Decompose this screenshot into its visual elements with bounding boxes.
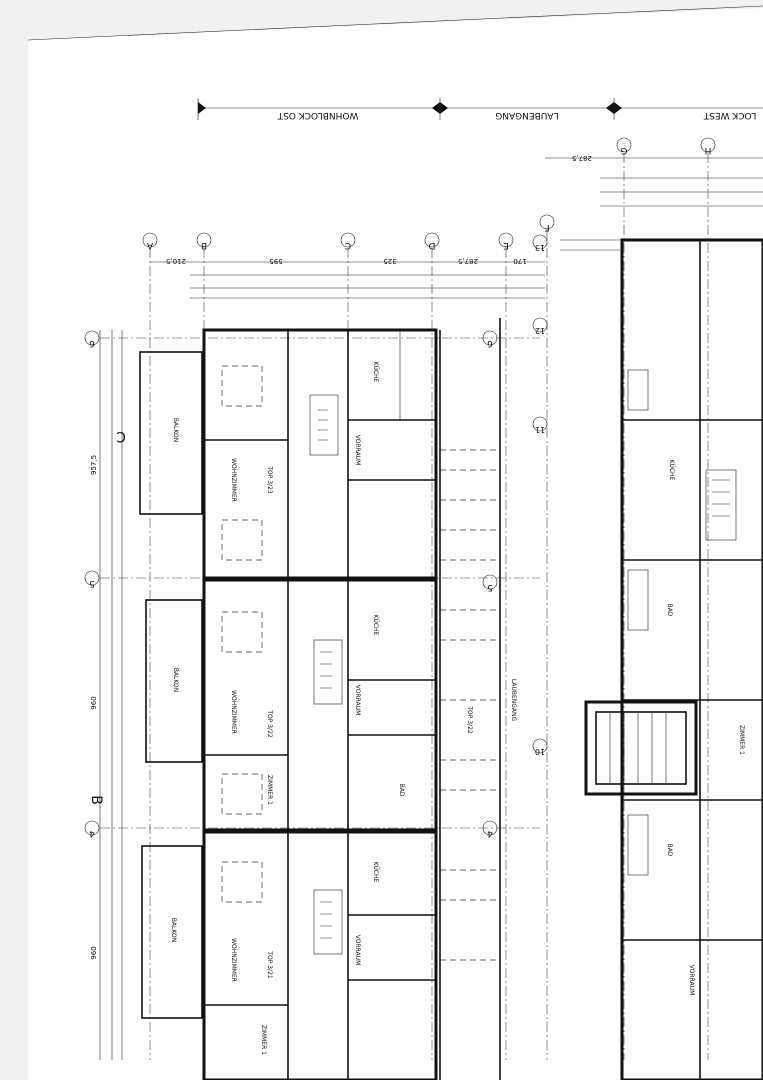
axis-5b: 5 — [487, 582, 493, 592]
wohnzimmer-label-2: WOHNZIMMER — [230, 690, 237, 734]
kueche-label-1: KÜCHE — [372, 362, 379, 383]
axis-B: B — [201, 240, 207, 250]
section-label-west: LOCK WEST — [703, 110, 756, 120]
axis-6: 6 — [89, 338, 95, 348]
dim-960a: 960 — [90, 696, 98, 709]
axis-C: C — [345, 240, 351, 250]
zimmer1-label-2: ZIMMER 1 — [260, 1025, 267, 1055]
axis-12: 12 — [535, 326, 545, 335]
vorraum-label-1: VORRAUM — [354, 435, 361, 466]
wohnzimmer-label-3: WOHNZIMMER — [230, 938, 237, 982]
axis-4b: 4 — [487, 828, 493, 838]
top323-label: TOP 3/23 — [266, 465, 273, 494]
west-bad-label-2: BAD — [666, 844, 673, 857]
axis-6b: 6 — [487, 338, 493, 348]
axis-11: 11 — [535, 425, 545, 434]
stair-core — [584, 700, 698, 796]
axis-10: 10 — [535, 747, 545, 756]
dim-9575: 957,5 — [90, 455, 98, 475]
west-zimmer-label: ZIMMER 1 — [738, 725, 745, 755]
paper-edge — [27, 5, 763, 41]
axis-F: F — [544, 222, 549, 232]
axis-H: H — [705, 145, 712, 155]
dim-2875a: 287,5 — [458, 257, 478, 265]
dim-325: 325 — [383, 257, 396, 265]
west-bad-label-1: BAD — [666, 604, 673, 617]
laubengang-label: LAUBENGANG — [510, 679, 517, 722]
kueche-label-3: KÜCHE — [372, 862, 379, 883]
apartment-blocks: WOHNZIMMER TOP 3/23 KÜCHE VORRAUM WOHNZI… — [202, 328, 438, 1080]
section-label-ost: WOHNBLOCK OST — [277, 110, 358, 120]
west-vorraum-label: VORRAUM — [688, 965, 695, 996]
balkon-label-3: BALKON — [170, 918, 177, 942]
section-label-laubengang: LAUBENGANG — [495, 110, 558, 120]
axis-4: 4 — [89, 828, 95, 838]
dim-2875b: 287,5 — [572, 154, 592, 162]
axis-D: D — [428, 240, 435, 250]
top-dimension-chains: 210,5 595 325 287,5 170 287,5 — [150, 154, 763, 299]
top321-label: TOP 3/21 — [266, 950, 273, 979]
section-mark-b: B — [88, 795, 104, 805]
balkon-label-1: BALKON — [172, 418, 179, 442]
section-header: WOHNBLOCK OST LAUBENGANG LOCK WEST — [197, 98, 763, 120]
vorraum-label-3: VORRAUM — [354, 935, 361, 966]
dim-960b: 960 — [90, 946, 98, 959]
bad-label-1: BAD — [398, 784, 405, 797]
axis-13: 13 — [535, 243, 545, 252]
dim-2105: 210,5 — [166, 257, 186, 265]
zimmer1-label-1: ZIMMER 1 — [266, 775, 273, 805]
top322-label: TOP 3/22 — [266, 709, 273, 738]
wohnzimmer-label-1: WOHNZIMMER — [230, 458, 237, 502]
left-dimension-chain: 957,5 960 960 C B — [88, 330, 126, 1060]
section-mark-c: C — [116, 428, 126, 444]
kueche-label-2: KÜCHE — [372, 615, 379, 636]
balconies: BALKON BALKON BALKON — [139, 351, 203, 1019]
west-kueche-label: KÜCHE — [668, 460, 675, 481]
west-block: KÜCHE BAD BAD VORRAUM ZIMMER 1 — [620, 238, 763, 1080]
dim-170: 170 — [513, 257, 526, 265]
dim-595: 595 — [269, 257, 282, 265]
axis-A: A — [146, 240, 153, 250]
axis-E: E — [503, 240, 509, 250]
vorraum-label-2: VORRAUM — [354, 685, 361, 716]
laubengang-corridor: LAUBENGANG TOP 3/22 — [439, 318, 517, 1080]
axis-5: 5 — [89, 578, 95, 588]
top322b-label: TOP 3/22 — [466, 705, 473, 734]
axis-G: G — [620, 145, 627, 155]
balkon-label-2: BALKON — [172, 668, 179, 692]
